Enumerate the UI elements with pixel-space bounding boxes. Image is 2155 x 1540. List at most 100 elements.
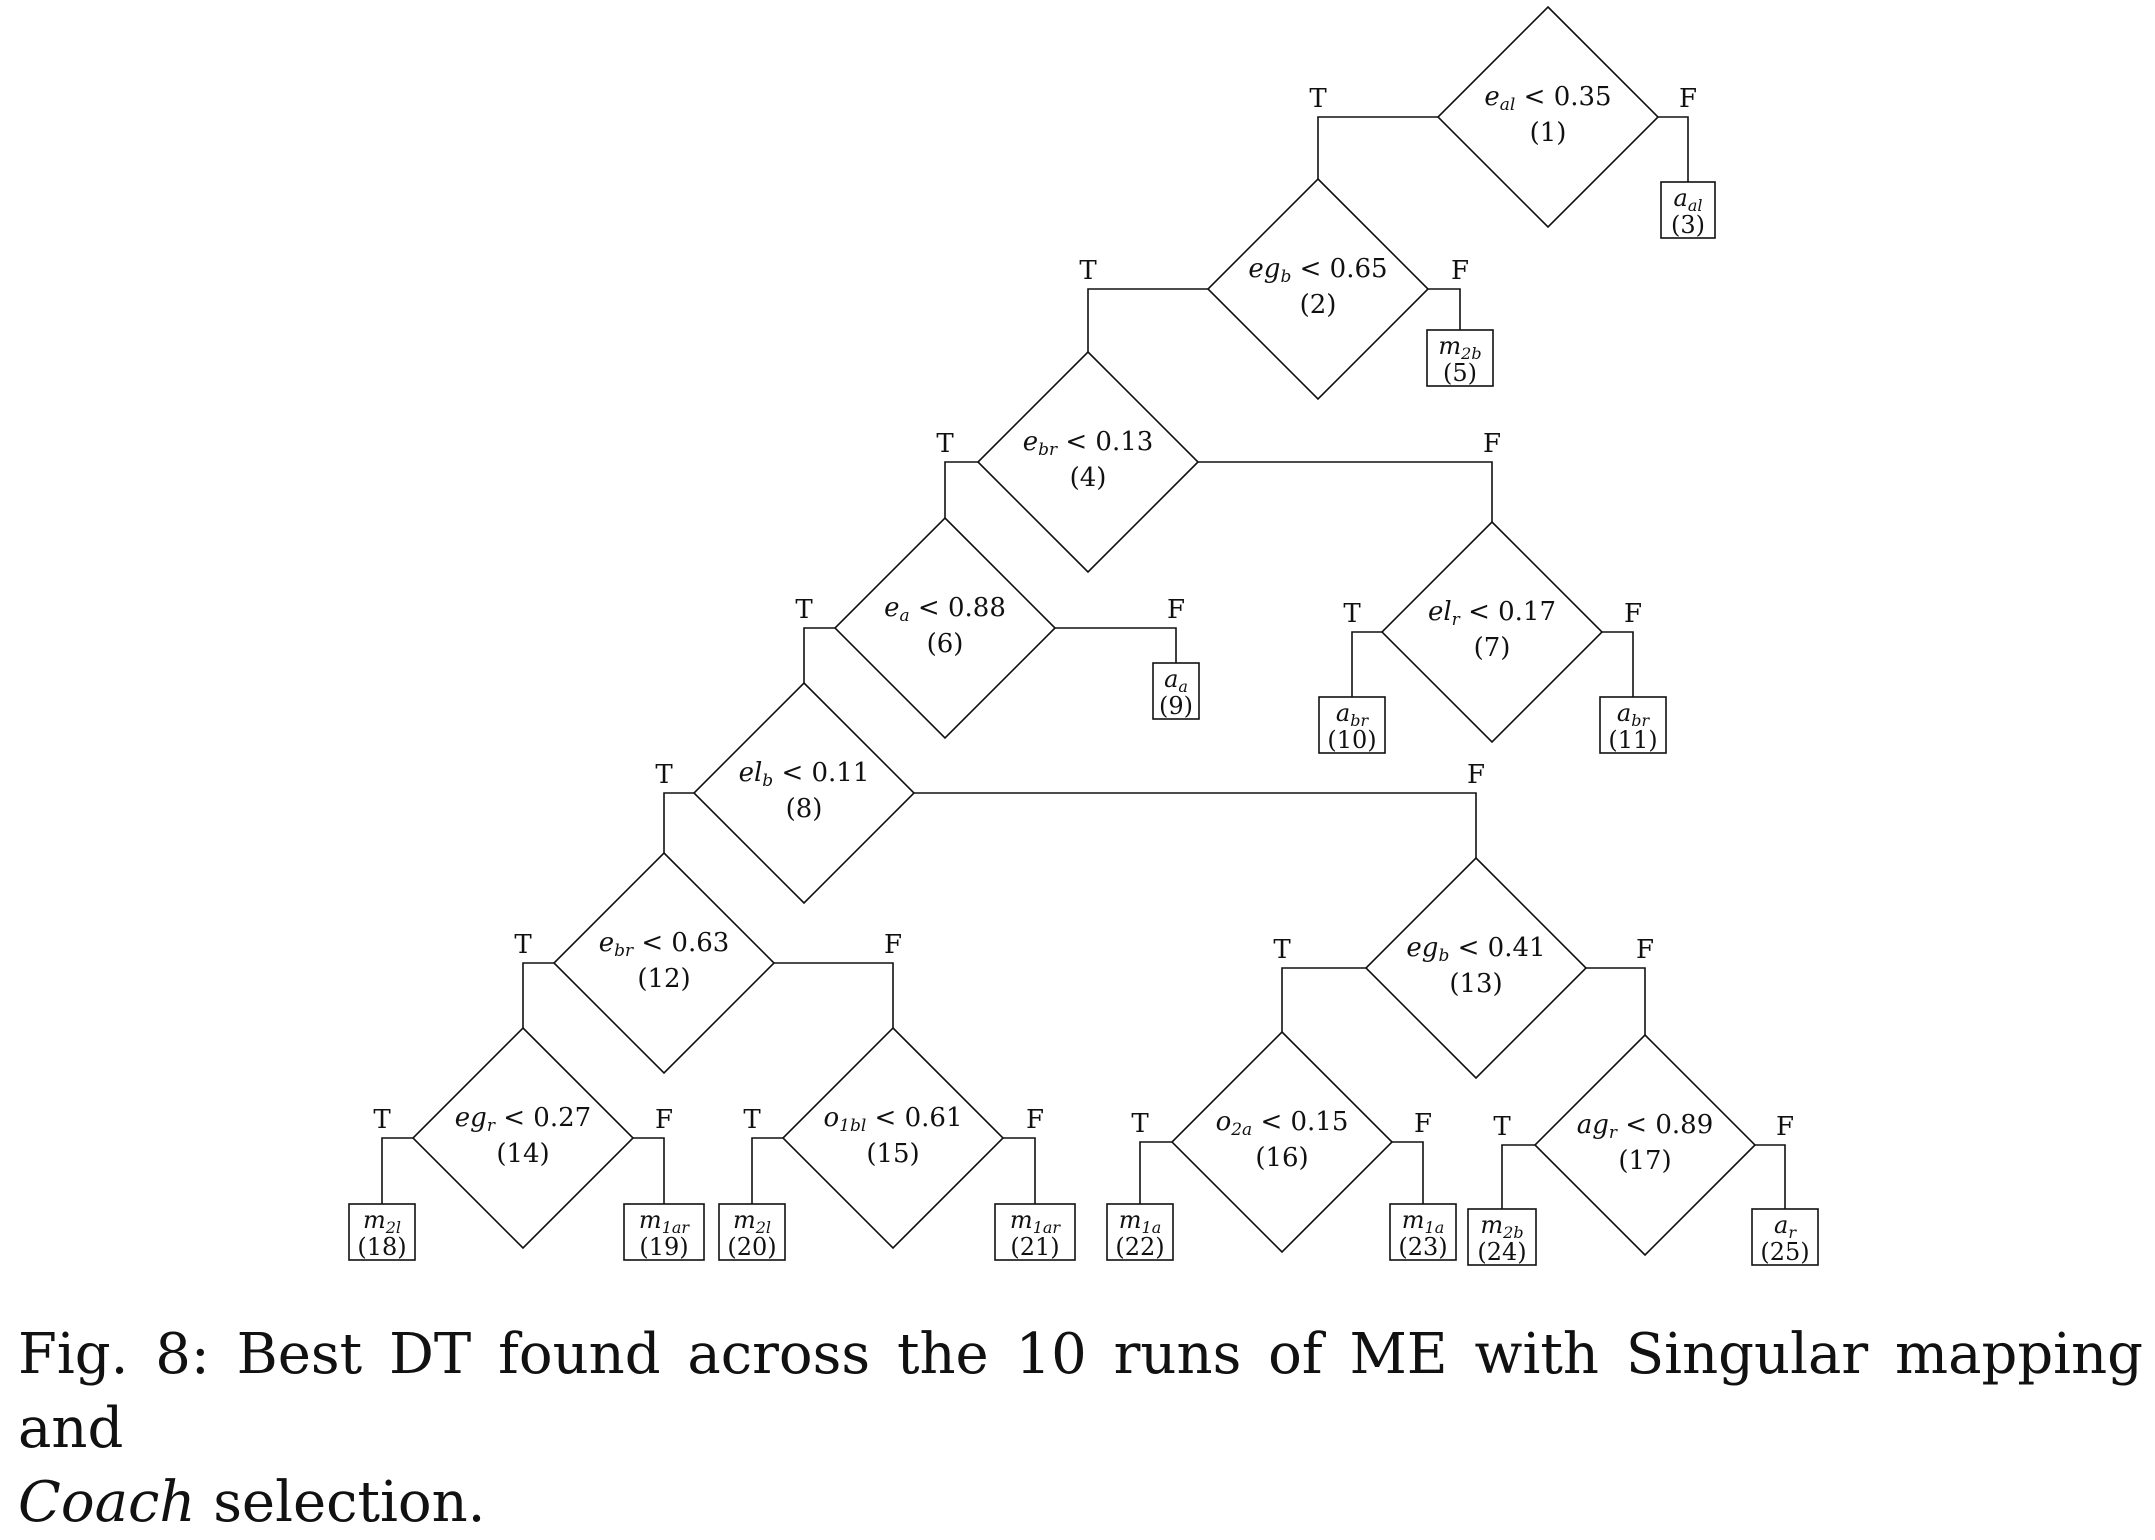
node-number: (17) <box>1618 1146 1671 1176</box>
leaf-box <box>1751 1208 1819 1266</box>
false-branch-label: F <box>1167 595 1185 625</box>
edge-2-4: T <box>1079 256 1208 352</box>
false-branch-label: F <box>1467 760 1485 790</box>
edge-13-17: F <box>1586 935 1654 1035</box>
edge-line <box>1087 288 1208 352</box>
leaf-node-20: m2l(20) <box>718 1203 786 1261</box>
condition-label: eal < 0.35 <box>1484 82 1611 115</box>
action-label: m2b <box>1438 332 1481 363</box>
decision-diamond <box>692 681 916 905</box>
edge-line <box>1602 631 1634 697</box>
decision-node-15: o1bl < 0.61(15) <box>781 1026 1005 1250</box>
edge-1-3: F <box>1658 84 1697 182</box>
true-branch-label: T <box>1309 84 1327 114</box>
leaf-node-21: m1ar(21) <box>994 1203 1076 1261</box>
edge-17-24: T <box>1493 1112 1535 1209</box>
edge-14-19: F <box>633 1105 673 1204</box>
node-number: (4) <box>1070 463 1107 493</box>
decision-node-16: o2a < 0.15(16) <box>1170 1030 1394 1254</box>
leaf-box <box>1660 181 1716 239</box>
decision-diamond <box>781 1026 1005 1250</box>
node-number: (10) <box>1327 726 1376 754</box>
decision-node-7: elr < 0.17(7) <box>1380 520 1604 744</box>
true-branch-label: T <box>1273 935 1291 965</box>
condition-label: egr < 0.27 <box>455 1103 591 1136</box>
action-label: aa <box>1164 665 1188 696</box>
node-number: (25) <box>1760 1238 1809 1266</box>
node-number: (18) <box>357 1233 406 1261</box>
false-branch-label: F <box>1636 935 1654 965</box>
edge-line <box>803 627 835 683</box>
edge-line <box>1281 967 1366 1032</box>
edge-line <box>1351 631 1382 697</box>
node-number: (15) <box>866 1139 919 1169</box>
edge-line <box>663 792 694 853</box>
condition-label: elr < 0.17 <box>1428 597 1556 630</box>
true-branch-label: T <box>1079 256 1097 286</box>
node-number: (2) <box>1300 290 1337 320</box>
edge-line <box>1586 967 1646 1035</box>
action-label: aal <box>1674 184 1703 215</box>
decision-diamond <box>976 350 1200 574</box>
true-branch-label: T <box>1343 599 1361 629</box>
node-number: (5) <box>1443 359 1477 387</box>
caption-italic-word: Coach <box>18 1470 196 1535</box>
condition-label: ebr < 0.63 <box>599 928 730 961</box>
leaf-box <box>1389 1203 1457 1261</box>
false-branch-label: F <box>1483 429 1501 459</box>
condition-label: elb < 0.11 <box>739 758 870 791</box>
edge-line <box>633 1137 665 1204</box>
node-number: (11) <box>1608 726 1657 754</box>
action-label: m1a <box>1402 1206 1444 1237</box>
edge-line <box>774 962 894 1028</box>
leaf-node-5: m2b(5) <box>1426 329 1494 387</box>
edge-12-15: F <box>774 930 902 1028</box>
edge-line <box>1392 1141 1424 1204</box>
action-label: m2l <box>733 1206 771 1237</box>
true-branch-label: T <box>795 595 813 625</box>
edge-line <box>751 1137 783 1204</box>
condition-label: egb < 0.41 <box>1406 933 1545 966</box>
edge-13-16: T <box>1273 935 1366 1032</box>
edge-8-12: T <box>655 760 694 853</box>
edge-1-2: T <box>1309 84 1438 179</box>
figure-caption: Fig. 8: Best DT found across the 10 runs… <box>18 1318 2143 1540</box>
false-branch-label: F <box>1451 256 1469 286</box>
edge-8-13: F <box>914 760 1485 858</box>
condition-label: ea < 0.88 <box>884 593 1006 626</box>
edge-12-14: T <box>514 930 554 1028</box>
node-number: (13) <box>1449 969 1502 999</box>
leaf-node-24: m2b(24) <box>1467 1208 1537 1266</box>
caption-suffix: selection. <box>195 1470 486 1535</box>
edge-line <box>381 1137 413 1204</box>
false-branch-label: F <box>1776 1112 1794 1142</box>
leaf-node-23: m1a(23) <box>1389 1203 1457 1261</box>
true-branch-label: T <box>936 429 954 459</box>
node-number: (12) <box>637 964 690 994</box>
false-branch-label: F <box>1679 84 1697 114</box>
edge-16-23: F <box>1392 1109 1432 1204</box>
action-label: ar <box>1774 1211 1797 1242</box>
leaf-node-11: abr(11) <box>1599 696 1667 754</box>
action-label: abr <box>1336 699 1370 730</box>
edge-line <box>522 962 554 1028</box>
edge-line <box>1198 461 1493 522</box>
leaf-box <box>1467 1208 1537 1266</box>
leaf-box <box>623 1203 705 1261</box>
decision-node-17: agr < 0.89(17) <box>1533 1033 1757 1257</box>
decision-diamond <box>1364 856 1588 1080</box>
decision-diamond <box>1170 1030 1394 1254</box>
leaf-box <box>1318 696 1386 754</box>
edge-line <box>944 461 978 518</box>
action-label: m2l <box>363 1206 401 1237</box>
leaf-box <box>348 1203 416 1261</box>
node-number: (6) <box>927 629 964 659</box>
decision-node-8: elb < 0.11(8) <box>692 681 916 905</box>
edge-16-22: T <box>1131 1109 1172 1204</box>
decision-node-12: ebr < 0.63(12) <box>552 851 776 1075</box>
leaf-node-10: abr(10) <box>1318 696 1386 754</box>
node-number: (22) <box>1115 1233 1164 1261</box>
edge-15-20: T <box>743 1105 783 1204</box>
true-branch-label: T <box>373 1105 391 1135</box>
edge-14-18: T <box>373 1105 413 1204</box>
